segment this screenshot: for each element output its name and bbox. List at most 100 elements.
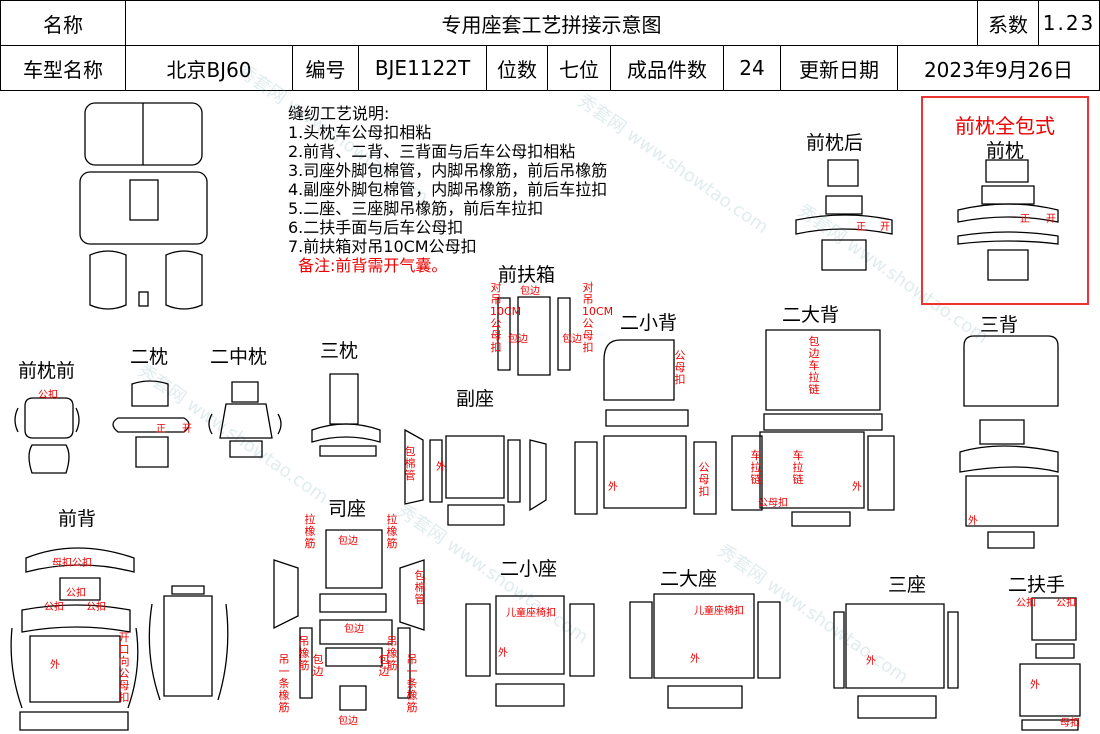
label-front-headrest-front: 前枕前 [18,360,76,382]
annot-zheng: 正 [856,222,866,233]
annot-wai: 外 [608,482,618,493]
piece-third-back [959,335,1059,549]
annot-baobian: 包边 [508,334,528,345]
annot-wai: 外 [436,462,446,473]
label-front-headrest-rear: 前枕后 [806,132,864,154]
annot-wai: 外 [1030,680,1040,691]
annot-gongkou: 公扣 [86,602,106,613]
label-second-small-back: 二小背 [620,312,678,334]
annot-kai: 开 [182,424,192,435]
annot-gongkou: 公扣 [38,390,58,401]
code-value: BJE1122T [358,45,487,91]
label-passenger-seat: 副座 [456,388,495,410]
piece-third-headrest [311,373,381,457]
piece-front-armrest-box [497,296,571,376]
full-wrap-subtitle: 前枕 [985,140,1024,162]
annot-gong-mu-kou: 公母扣 [758,498,788,509]
annot-kai: 开 [880,222,890,233]
date-label: 更新日期 [780,45,898,91]
note-item: 7.前扶箱对吊10CM公母扣 [288,237,477,256]
annot-gong-mu-kou: 公母扣 [674,349,686,386]
sewing-notes: 缝纫工艺说明: 1.头枕车公母扣相粘 2.前背、二背、三背面与后车公母扣相粘 3… [288,104,607,275]
annot-dui-diao-right: 对吊10CM公母扣 [582,281,614,354]
label-second-mid-headrest: 二中枕 [210,346,268,368]
annot-diao-xiang-jin: 吊橡筋 [298,635,310,672]
annot-gongkou: 公扣 [1056,598,1076,609]
annot-wai: 外 [866,656,876,667]
piece-front-headrest-rear [795,159,893,271]
label-front-armrest-box: 前扶箱 [498,264,556,286]
annot-wai: 外 [50,660,60,671]
annot-baobian: 包边 [338,536,358,547]
annot-dui-diao-left: 对吊10CM公母扣 [490,281,522,354]
model-value: 北京BJ60 [125,45,293,91]
label-third-seat: 三座 [888,574,927,596]
coef-label: 系数 [977,0,1039,46]
seats-label: 位数 [486,45,548,91]
label-second-big-seat: 二大座 [660,568,718,590]
annot-bao-mian-guan: 包棉管 [404,445,416,482]
annot-che-la-lian: 车拉链 [750,449,762,486]
annot-baobian: 包边 [520,286,540,297]
piece-third-seat [833,603,959,719]
annot-zheng: 正 [1020,214,1030,225]
annot-diao-yi-tiao: 吊一条橡筋 [278,653,290,714]
piece-second-small-back [574,339,717,515]
annot-che-la-lian: 车拉链 [792,449,804,486]
label-driver-seat: 司座 [328,498,367,520]
note-item: 2.前背、二背、三背面与后车公母扣相粘 [288,142,576,161]
date-value: 2023年9月26日 [897,45,1100,91]
annot-gongkou: 公扣 [44,602,64,613]
annot-child-seat-hook: 儿童座椅扣 [506,608,556,619]
annot-child-seat-hook: 儿童座椅扣 [694,606,744,617]
piece-second-armrest [1019,597,1081,731]
label-second-headrest: 二枕 [130,346,169,368]
note-item: 6.二扶手面与后车公母扣 [288,218,464,237]
piece-passenger-seat [404,428,547,526]
seat-overview [79,102,208,310]
annot-bian-che-la-lian: 包边车拉链 [808,335,820,396]
label-front-back: 前背 [58,508,97,530]
label-third-back: 三背 [980,314,1019,336]
annot-gong-mu-kou: 公母扣 [698,461,710,498]
annot-wai: 外 [852,482,862,493]
label-third-headrest: 三枕 [320,340,359,362]
note-item: 3.司座外脚包棉管，内脚吊橡筋，前后吊橡筋 [288,161,608,180]
notes-title: 缝纫工艺说明: [288,104,390,123]
annot-wai: 外 [968,516,978,527]
annot-la-xiang-jin: 拉橡筋 [386,513,398,550]
annot-kai: 开 [1046,214,1056,225]
piece-second-headrest [112,380,190,468]
annot-gongkou: 公扣 [1016,598,1036,609]
label-second-big-back: 二大背 [782,304,840,326]
piece-front-back [10,547,229,731]
annot-baobian: 包边 [338,716,358,727]
piece-second-small-seat [465,595,595,707]
note-item: 5.二座、三座脚吊橡筋，前后车拉扣 [288,199,544,218]
piece-second-big-back [731,329,895,527]
annot-baobian: 包边 [562,334,582,345]
annot-muku-gongkou: 母扣公扣 [52,558,92,569]
full-wrap-title: 前枕全包式 [955,114,1055,138]
piece-second-big-seat [629,593,781,709]
annot-baobian: 包边 [312,653,324,678]
piece-front-headrest-front [14,397,80,474]
model-label: 车型名称 [0,45,126,91]
piece-driver-seat [273,529,425,711]
annot-baobian: 包边 [344,624,364,635]
label-second-armrest: 二扶手 [1008,574,1066,596]
annot-zheng: 正 [156,424,166,435]
note-item: 4.副座外脚包棉管，内脚吊橡筋，前后车拉扣 [288,180,608,199]
annot-wai: 外 [690,654,700,665]
piece-front-headrest-full [957,159,1059,281]
annot-gongkou: 公扣 [66,588,86,599]
annot-kai-qi-nang: 开口向公母扣 [118,631,130,704]
full-wrap-headrest-box: 前枕全包式 前枕 [921,96,1089,305]
piece-second-mid-headrest [208,381,282,458]
annot-muku: 母扣 [1060,718,1080,729]
annot-diao-yi-tiao: 吊一条橡筋 [406,653,418,714]
label-second-small-seat: 二小座 [500,558,558,580]
annot-bao-mian-guan: 包棉管 [414,569,426,606]
annot-baobian: 包边 [378,653,390,678]
header-table: 名称 专用座套工艺拼接示意图 系数 1.23 车型名称 北京BJ60 编号 BJ… [0,0,1100,91]
